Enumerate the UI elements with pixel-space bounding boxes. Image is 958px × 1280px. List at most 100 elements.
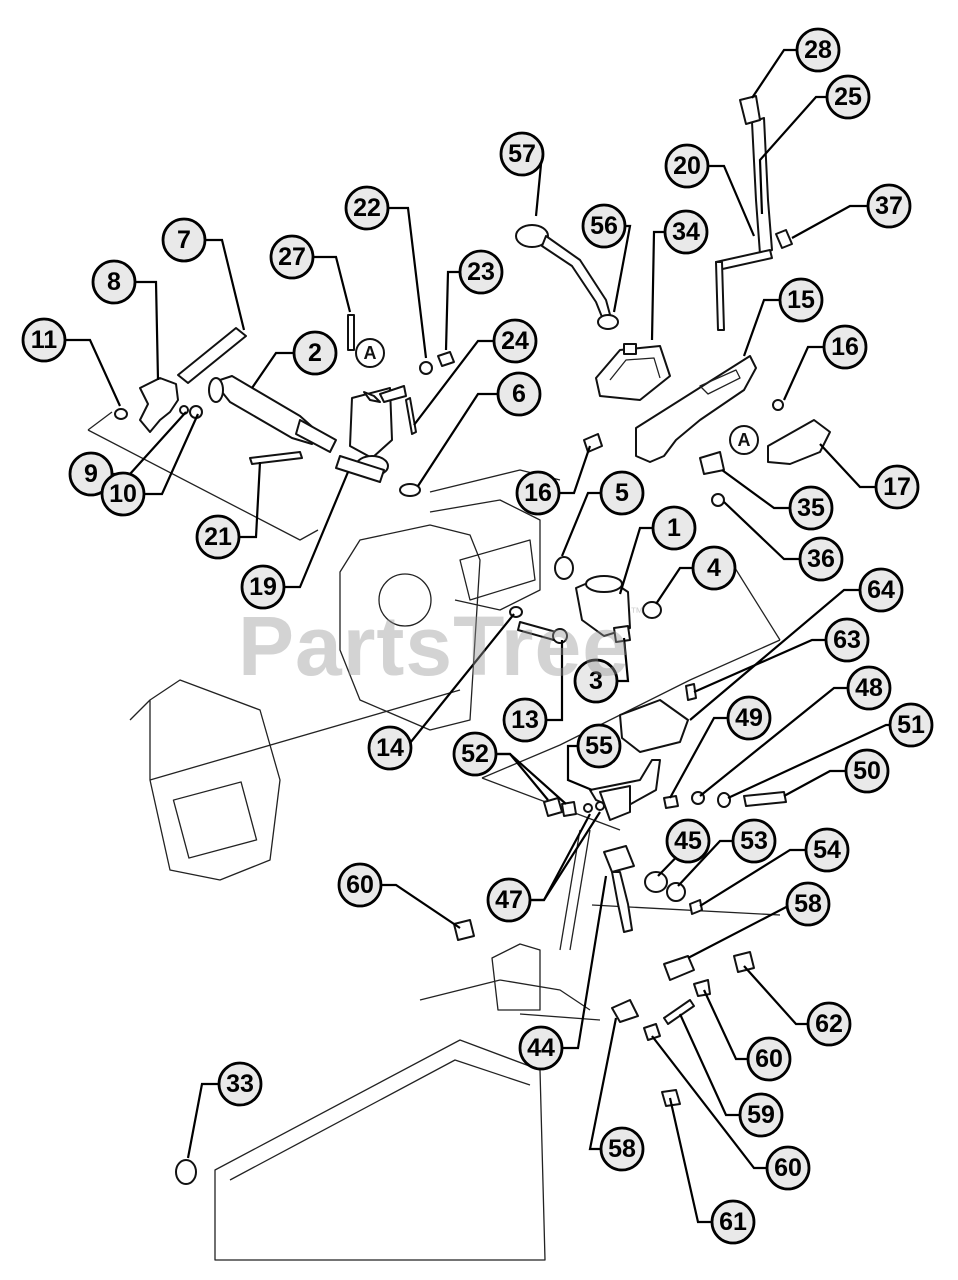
callout-number: 10	[109, 480, 137, 508]
callout-60-bottom[interactable]: 60	[765, 1145, 811, 1191]
callout-19[interactable]: 19	[240, 564, 286, 610]
callout-number: 57	[508, 140, 536, 168]
callout-number: 33	[226, 1070, 254, 1098]
callout-number: 24	[501, 327, 529, 355]
callout-24[interactable]: 24	[492, 318, 538, 364]
callout-number: 56	[590, 212, 618, 240]
callout-37[interactable]: 37	[866, 183, 912, 229]
callout-61[interactable]: 61	[710, 1199, 756, 1245]
callout-14[interactable]: 14	[367, 725, 413, 771]
callout-number: 16	[524, 479, 552, 507]
callout-number: 5	[615, 479, 629, 507]
callout-number: 54	[813, 836, 841, 864]
callout-49[interactable]: 49	[726, 695, 772, 741]
callout-number: 64	[867, 576, 895, 604]
callout-20[interactable]: 20	[664, 143, 710, 189]
callout-64[interactable]: 64	[858, 567, 904, 613]
callout-47[interactable]: 47	[486, 877, 532, 923]
callout-number: 8	[107, 268, 121, 296]
callout-57[interactable]: 57	[499, 131, 545, 177]
callout-55[interactable]: 55	[576, 723, 622, 769]
callout-48[interactable]: 48	[846, 665, 892, 711]
reference-marker-label: A	[738, 430, 751, 450]
callout-5[interactable]: 5	[599, 470, 645, 516]
callout-34[interactable]: 34	[663, 209, 709, 255]
callout-number: 45	[674, 827, 702, 855]
callout-number: 2	[308, 339, 322, 367]
callout-number: 34	[672, 218, 700, 246]
callout-36[interactable]: 36	[798, 536, 844, 582]
callout-16-top[interactable]: 16	[822, 324, 868, 370]
callout-7[interactable]: 7	[161, 217, 207, 263]
reference-marker-a-left: A	[355, 338, 385, 368]
callout-number: 55	[585, 732, 613, 760]
callout-3[interactable]: 3	[573, 658, 619, 704]
callout-number: 53	[740, 827, 768, 855]
callout-number: 51	[897, 711, 925, 739]
callout-number: 36	[807, 545, 835, 573]
callout-16-center[interactable]: 16	[515, 470, 561, 516]
callout-53[interactable]: 53	[731, 818, 777, 864]
callout-54[interactable]: 54	[804, 827, 850, 873]
callout-23[interactable]: 23	[458, 249, 504, 295]
callout-25[interactable]: 25	[825, 74, 871, 120]
callout-45[interactable]: 45	[665, 818, 711, 864]
callout-58-right[interactable]: 58	[785, 881, 831, 927]
callout-60-left[interactable]: 60	[337, 862, 383, 908]
callout-number: 50	[853, 757, 881, 785]
callout-22[interactable]: 22	[344, 185, 390, 231]
callout-17[interactable]: 17	[874, 464, 920, 510]
callout-35[interactable]: 35	[788, 485, 834, 531]
callout-59[interactable]: 59	[738, 1092, 784, 1138]
callout-8[interactable]: 8	[91, 259, 137, 305]
callout-50[interactable]: 50	[844, 748, 890, 794]
callout-56[interactable]: 56	[581, 203, 627, 249]
callout-number: 52	[461, 740, 489, 768]
callout-number: 19	[249, 573, 277, 601]
callout-number: 1	[667, 514, 681, 542]
callout-15[interactable]: 15	[778, 277, 824, 323]
callout-number: 13	[511, 706, 539, 734]
callout-number: 60	[774, 1154, 802, 1182]
callout-51[interactable]: 51	[888, 702, 934, 748]
callout-63[interactable]: 63	[824, 617, 870, 663]
callout-number: 58	[794, 890, 822, 918]
callout-52[interactable]: 52	[452, 731, 498, 777]
callout-9[interactable]: 9	[68, 451, 114, 497]
callout-number: 7	[177, 226, 191, 254]
callout-number: 59	[747, 1101, 775, 1129]
callout-11[interactable]: 11	[21, 317, 67, 363]
callout-10[interactable]: 10	[100, 471, 146, 517]
callout-21[interactable]: 21	[195, 514, 241, 560]
callout-number: 17	[883, 473, 911, 501]
callout-number: 6	[512, 380, 526, 408]
callout-2[interactable]: 2	[292, 330, 338, 376]
callout-number: 44	[527, 1034, 555, 1062]
callout-number: 15	[787, 286, 815, 314]
callout-27[interactable]: 27	[269, 234, 315, 280]
callout-number: 63	[833, 626, 861, 654]
callout-44[interactable]: 44	[518, 1025, 564, 1071]
reference-marker-label: A	[364, 343, 377, 363]
callout-number: 21	[204, 523, 232, 551]
callout-28[interactable]: 28	[795, 27, 841, 73]
callout-13[interactable]: 13	[502, 697, 548, 743]
callout-6[interactable]: 6	[496, 371, 542, 417]
callout-number: 37	[875, 192, 903, 220]
callout-1[interactable]: 1	[651, 505, 697, 551]
callout-62[interactable]: 62	[806, 1001, 852, 1047]
leader-lines	[65, 48, 900, 1224]
callout-number: 3	[589, 667, 603, 695]
callout-number: 35	[797, 494, 825, 522]
callout-number: 14	[376, 734, 404, 762]
callout-33[interactable]: 33	[217, 1061, 263, 1107]
callout-58-bottom[interactable]: 58	[599, 1126, 645, 1172]
callout-60-right[interactable]: 60	[746, 1036, 792, 1082]
callout-4[interactable]: 4	[691, 545, 737, 591]
callout-number: 58	[608, 1135, 636, 1163]
callout-number: 25	[834, 83, 862, 111]
callout-number: 9	[84, 460, 98, 488]
callout-number: 47	[495, 886, 523, 914]
callout-number: 48	[855, 674, 883, 702]
